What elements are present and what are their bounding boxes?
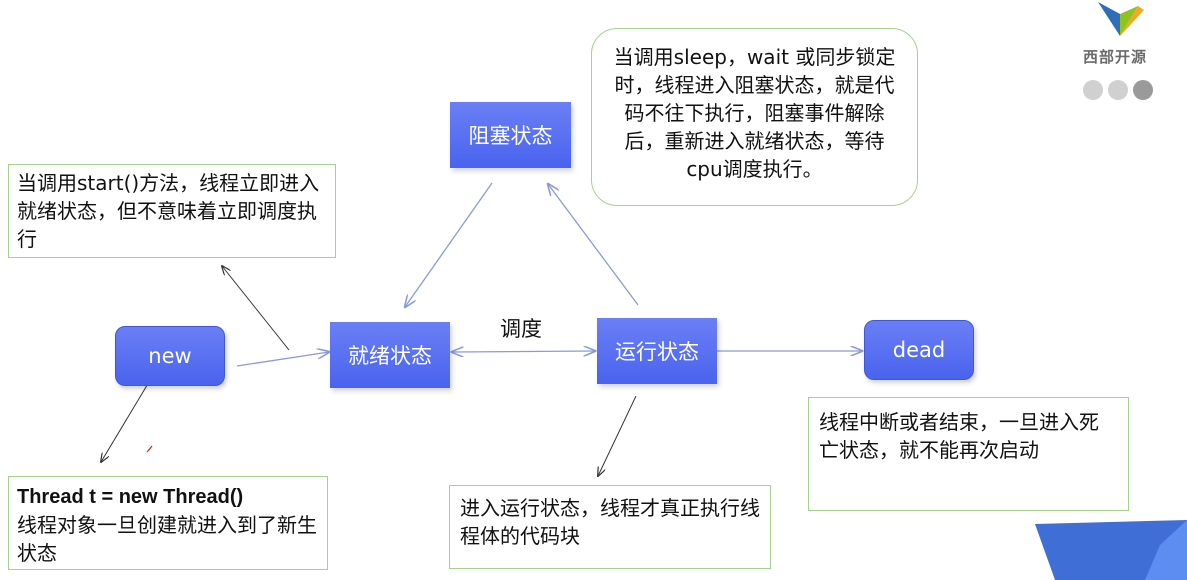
state-new: new (115, 326, 225, 386)
note-thread-desc: 线程对象一旦创建就进入到了新生状态 (17, 513, 317, 565)
note-running-text: 进入运行状态，线程才真正执行线程体的代码块 (460, 496, 760, 548)
dot-2 (1108, 80, 1128, 100)
state-running-label: 运行状态 (615, 340, 699, 364)
pointer-start-note (222, 266, 290, 351)
note-dead-text: 线程中断或者结束，一旦进入死亡状态，就不能再次启动 (819, 410, 1099, 462)
state-dead: dead (864, 320, 974, 380)
schedule-label: 调度 (500, 317, 542, 341)
arrow-running-to-blocked (548, 184, 639, 306)
state-new-label: new (148, 344, 192, 368)
dot-1 (1083, 80, 1103, 100)
state-ready: 就绪状态 (330, 322, 450, 388)
arrow-ready-running (452, 351, 595, 352)
state-blocked: 阻塞状态 (450, 102, 571, 168)
note-thread: Thread t = new Thread() 线程对象一旦创建就进入到了新生状… (8, 476, 328, 570)
note-start: 当调用start()方法，线程立即进入就绪状态，但不意味着立即调度执行 (8, 164, 336, 258)
note-running: 进入运行状态，线程才真正执行线程体的代码块 (449, 485, 771, 569)
state-dead-label: dead (892, 338, 946, 362)
note-dead: 线程中断或者结束，一旦进入死亡状态，就不能再次启动 (808, 397, 1129, 511)
note-thread-code: Thread t = new Thread() (17, 486, 244, 508)
pointer-running-note (598, 395, 637, 476)
logo-text: 西部开源 (1083, 48, 1148, 66)
note-sleep: 当调用sleep，wait 或同步锁定时，线程进入阻塞状态，就是代码不往下执行，… (591, 28, 918, 206)
pointer-thread-note (101, 376, 153, 462)
state-blocked-label: 阻塞状态 (468, 124, 553, 148)
note-start-text: 当调用start()方法，线程立即进入就绪状态，但不意味着立即调度执行 (17, 171, 320, 251)
arrow-new-to-ready (236, 352, 329, 367)
state-ready-label: 就绪状态 (348, 344, 432, 368)
stray-mark (146, 445, 153, 453)
arrow-blocked-to-ready (405, 182, 493, 307)
dot-3 (1133, 80, 1153, 100)
state-running: 运行状态 (597, 318, 717, 384)
note-sleep-text: 当调用sleep，wait 或同步锁定时，线程进入阻塞状态，就是代码不往下执行，… (613, 45, 896, 181)
logo-mark (1098, 2, 1144, 36)
